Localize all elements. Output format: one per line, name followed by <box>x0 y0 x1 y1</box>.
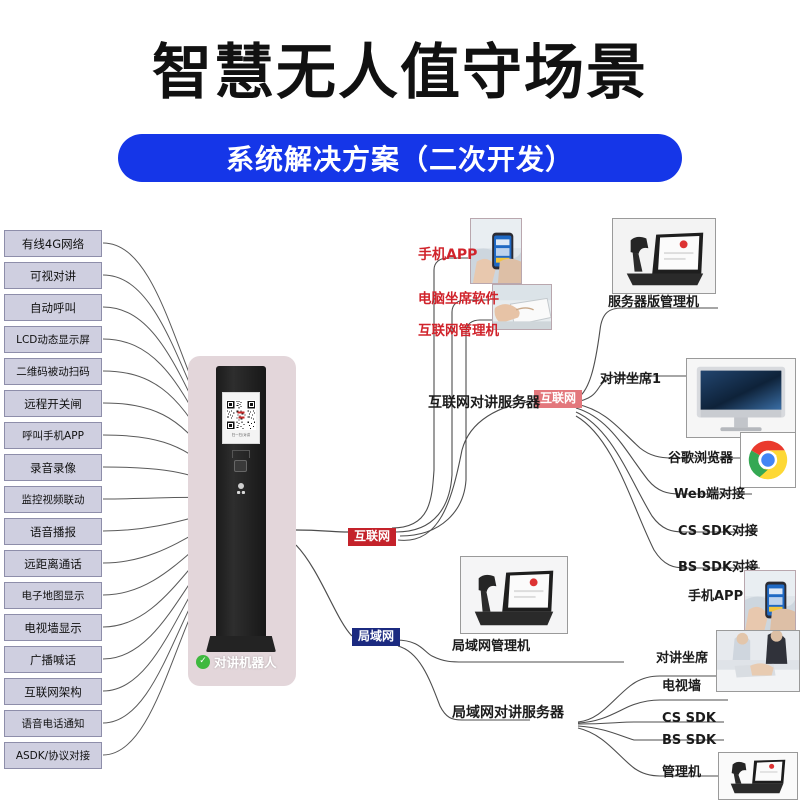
feature-chip-label: 互联网架构 <box>24 684 82 699</box>
feature-chip-label: 录音录像 <box>30 460 76 475</box>
feature-chip-label: 电视墙显示 <box>24 620 82 635</box>
internet-client-label-agent-software: 电脑坐席软件 <box>418 291 499 307</box>
page-subtitle: 系统解决方案（二次开发） <box>225 143 574 176</box>
feature-chip[interactable]: 呼叫手机APP <box>4 422 102 449</box>
office-workers-photo <box>716 630 800 692</box>
label-text: 服务器版管理机 <box>608 295 700 310</box>
lan-client-label-bs-sdk: BS SDK <box>662 734 716 747</box>
label-text: 对讲坐席 <box>656 651 709 666</box>
desk-phone-photo <box>718 752 798 800</box>
network-tag-label: 互联网 <box>354 529 391 543</box>
feature-chip-label: 自动呼叫 <box>30 300 76 315</box>
internet-client-label-web: Web端对接 <box>674 488 745 501</box>
qr-caption: 扫一扫/对讲 <box>231 432 251 437</box>
label-text: CS SDK <box>662 711 716 726</box>
network-tag-label: 互联网 <box>540 391 577 405</box>
feature-chip[interactable]: LCD动态显示屏 <box>4 326 102 353</box>
kiosk-base <box>206 636 276 652</box>
subtitle-pill: 系统解决方案（二次开发） <box>118 134 682 182</box>
lan-client-label-agent: 对讲坐席 <box>656 652 708 665</box>
feature-chip[interactable]: 电视墙显示 <box>4 614 102 641</box>
feature-chip[interactable]: 语音电话通知 <box>4 710 102 737</box>
label-text: 电脑坐席软件 <box>418 291 499 307</box>
feature-chip[interactable]: 广播喊话 <box>4 646 102 673</box>
qr-code-icon <box>226 399 256 430</box>
feature-chip-label: 广播喊话 <box>30 652 76 667</box>
label-text: 对讲坐席1 <box>600 372 662 387</box>
feature-chip[interactable]: 可视对讲 <box>4 262 102 289</box>
label-text: CS SDK对接 <box>678 524 758 539</box>
feature-chip[interactable]: 录音录像 <box>4 454 102 481</box>
label-text: 管理机 <box>662 765 702 780</box>
feature-chip-label: LCD动态显示屏 <box>16 334 90 346</box>
network-tag-label: 局域网 <box>358 629 395 643</box>
card-reader-icon <box>234 460 247 472</box>
label-text: 局域网管理机 <box>452 639 531 654</box>
lan-client-label-manager: 管理机 <box>662 766 701 779</box>
feature-chip-label: 二维码被动扫码 <box>16 366 90 378</box>
label-text: 局域网对讲服务器 <box>452 705 564 721</box>
imac-monitor-photo <box>686 358 796 438</box>
feature-chip[interactable]: 语音播报 <box>4 518 102 545</box>
feature-chip[interactable]: 远距离通话 <box>4 550 102 577</box>
feature-chip[interactable]: 互联网架构 <box>4 678 102 705</box>
feature-chip-label: 有线4G网络 <box>21 236 85 251</box>
internet-client-label-agent-1: 对讲坐席1 <box>600 373 661 386</box>
page-title: 智慧无人值守场景 <box>152 38 648 108</box>
feature-chip[interactable]: 自动呼叫 <box>4 294 102 321</box>
chrome-logo <box>740 432 796 488</box>
phone-in-hand-photo <box>744 570 796 632</box>
feature-chip[interactable]: 监控视频联动 <box>4 486 102 513</box>
device-name-badge: ✓ 对讲机器人 <box>196 652 277 671</box>
network-tag-internet[interactable]: 互联网 <box>348 528 397 546</box>
feature-chip-label: 语音播报 <box>30 524 76 539</box>
lan-client-label-cs-sdk: CS SDK <box>662 712 716 725</box>
feature-chip-label: 语音电话通知 <box>21 718 85 730</box>
feature-chip-label: 远程开关闸 <box>24 396 82 411</box>
feature-chip-label: 监控视频联动 <box>21 494 85 506</box>
feature-chip-label: 远距离通话 <box>24 556 82 571</box>
internet-client-label-mobile-app: 手机APP <box>418 248 477 262</box>
feature-chip[interactable]: 二维码被动扫码 <box>4 358 102 385</box>
label-text: 手机APP <box>418 247 478 263</box>
desk-phone-photo <box>460 556 568 634</box>
feature-chip[interactable]: 有线4G网络 <box>4 230 102 257</box>
camera-bracket-icon <box>232 450 250 458</box>
feature-chip[interactable]: 远程开关闸 <box>4 390 102 417</box>
internet-client-label-chrome: 谷歌浏览器 <box>668 452 733 465</box>
network-tag-internet-hub[interactable]: 互联网 <box>534 390 583 408</box>
speaker-icon <box>237 483 245 494</box>
lan-client-label-tv-wall: 电视墙 <box>662 680 701 693</box>
label-text: BS SDK对接 <box>678 560 759 575</box>
feature-chip-label: 电子地图显示 <box>21 590 85 602</box>
lan-manager-label: 局域网管理机 <box>452 640 530 653</box>
feature-chip[interactable]: ASDK/协议对接 <box>4 742 102 769</box>
phone-in-hand-photo <box>470 218 522 284</box>
kiosk-qr-screen[interactable]: 扫一扫/对讲 <box>222 392 260 444</box>
label-text: 手机APP <box>688 589 744 604</box>
label-text: 互联网管理机 <box>418 323 499 339</box>
label-text: 谷歌浏览器 <box>668 451 734 466</box>
internet-client-label-cs-sdk: CS SDK对接 <box>678 525 758 538</box>
device-name-label: 对讲机器人 <box>214 655 277 670</box>
label-text: BS SDK <box>662 733 717 748</box>
network-tag-lan[interactable]: 局域网 <box>352 628 401 646</box>
internet-client-label-mobile-app-2: 手机APP <box>688 590 743 603</box>
feature-chip-label: 可视对讲 <box>30 268 76 283</box>
feature-chip-label: ASDK/协议对接 <box>15 750 91 762</box>
hands-on-laptop-photo <box>492 284 552 330</box>
internet-client-label-bs-sdk: BS SDK对接 <box>678 561 758 574</box>
feature-chip-label: 呼叫手机APP <box>22 430 84 442</box>
lan-intercom-server-label: 局域网对讲服务器 <box>452 706 564 720</box>
internet-intercom-server-label: 互联网对讲服务器 <box>428 396 540 410</box>
desk-phone-photo <box>612 218 716 294</box>
label-text: Web端对接 <box>674 487 745 502</box>
check-icon: ✓ <box>196 654 210 669</box>
internet-client-label-manager: 互联网管理机 <box>418 323 499 339</box>
label-text: 互联网对讲服务器 <box>428 395 540 411</box>
feature-chip[interactable]: 电子地图显示 <box>4 582 102 609</box>
label-text: 电视墙 <box>662 679 702 694</box>
internet-client-label-server-manager: 服务器版管理机 <box>608 296 699 309</box>
